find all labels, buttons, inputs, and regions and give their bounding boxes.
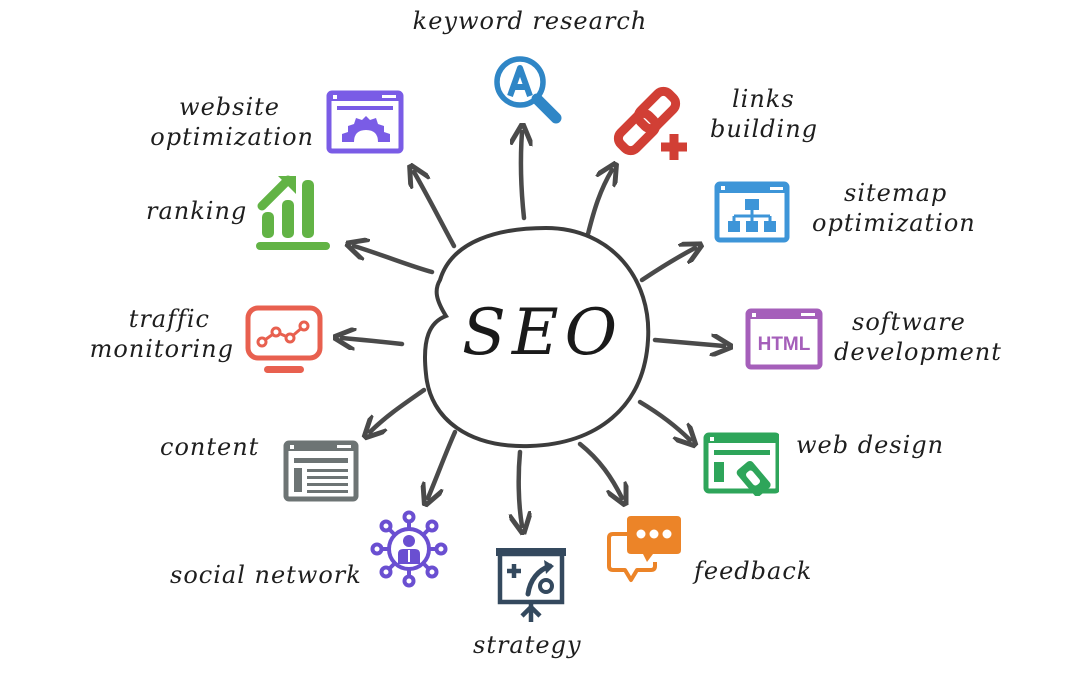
label-web-design: web design — [796, 431, 945, 459]
chain-link-plus-icon — [612, 84, 696, 164]
gear-window-icon — [326, 90, 404, 154]
magnifier-letter-a-icon — [490, 54, 570, 126]
label-traffic-monitoring: traffic monitoring — [89, 305, 234, 363]
label-website-optimization: website optimization — [150, 93, 314, 151]
sitemap-window-icon — [714, 181, 790, 243]
center-circle — [423, 225, 651, 449]
bar-chart-up-icon — [254, 172, 332, 252]
label-social-network: social network — [170, 561, 362, 589]
label-feedback: feedback — [694, 557, 813, 585]
design-window-icon — [703, 432, 779, 496]
label-content: content — [160, 433, 260, 461]
label-software-development: software development — [834, 308, 1002, 366]
label-ranking: ranking — [146, 197, 248, 225]
content-window-icon — [283, 440, 359, 502]
center-label: SEO — [462, 296, 624, 370]
label-sitemap-optimization: sitemap optimization — [812, 179, 976, 237]
social-network-icon — [370, 510, 448, 588]
chat-bubbles-icon — [605, 512, 685, 584]
label-strategy: strategy — [473, 631, 582, 659]
label-keyword-research: keyword research — [412, 7, 648, 35]
label-links-building: links building — [710, 85, 819, 143]
strategy-board-icon — [494, 546, 568, 624]
monitor-chart-icon — [244, 304, 324, 376]
html-window-icon: HTML — [745, 308, 823, 370]
html-icon-text: HTML — [758, 334, 811, 355]
